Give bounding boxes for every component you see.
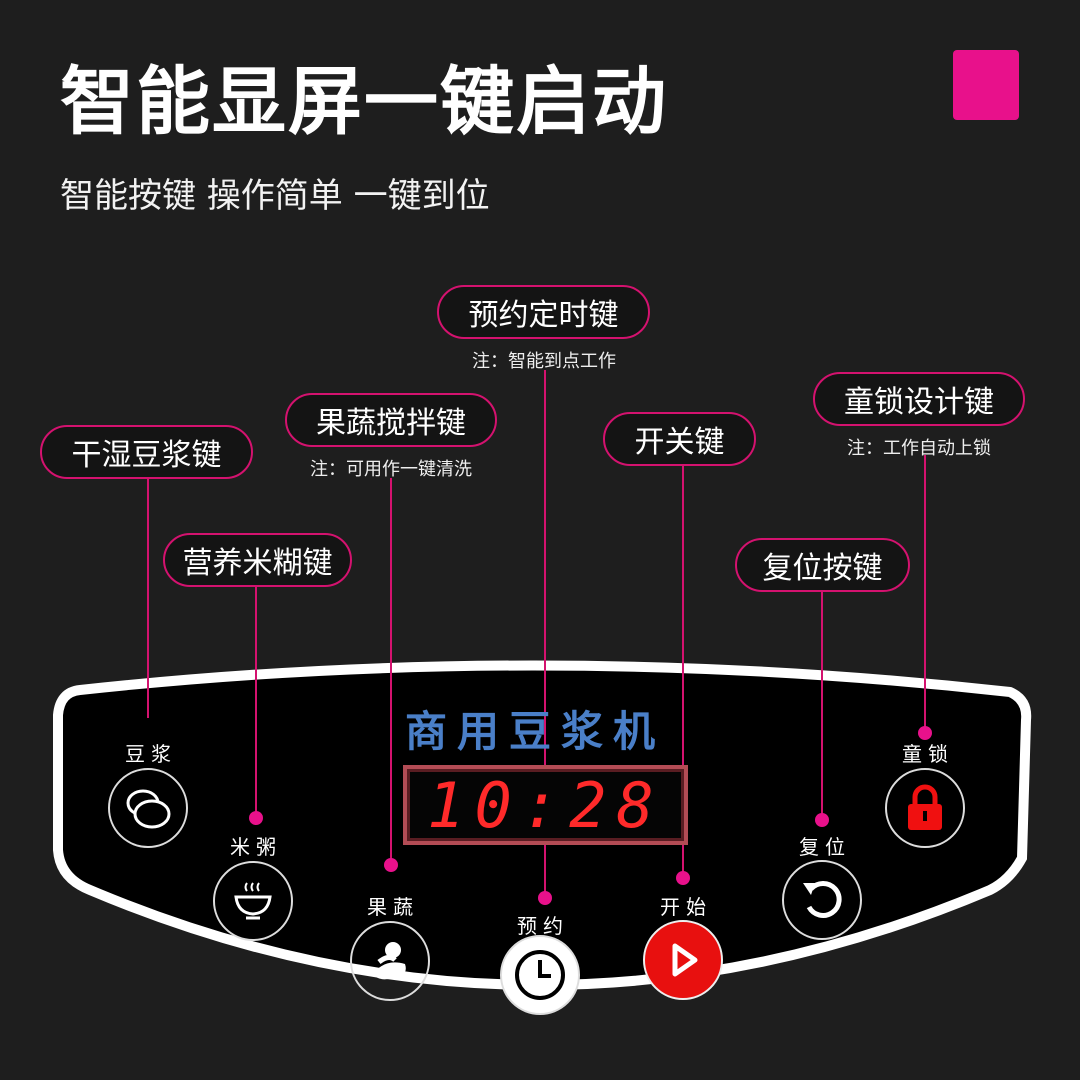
button-label: 预约 <box>517 914 569 938</box>
reset-icon <box>803 880 842 918</box>
led-display: 10:28 <box>403 765 688 845</box>
callout-line <box>821 591 823 820</box>
bowl-icon <box>234 882 272 920</box>
callout-power: 开关键 <box>603 412 756 466</box>
vegetable-icon <box>373 942 406 980</box>
page-title: 智能显屏一键启动 <box>60 59 668 145</box>
callout-dot <box>676 871 690 885</box>
callout-note: 注：智能到点工作 <box>472 351 616 372</box>
callout-line <box>255 586 257 818</box>
callout-line <box>682 465 684 878</box>
callout-dot <box>538 891 552 905</box>
callout-dot <box>384 858 398 872</box>
lock-icon <box>908 784 942 830</box>
button-label: 米粥 <box>230 835 282 859</box>
button-label: 复位 <box>799 835 851 859</box>
play-icon <box>672 943 698 977</box>
callout-dot <box>918 726 932 740</box>
reset-button[interactable] <box>782 860 862 940</box>
button-label: 童锁 <box>902 742 954 766</box>
callout-timer: 预约定时键 <box>437 285 650 339</box>
callout-line <box>544 370 546 898</box>
button-label: 豆浆 <box>125 742 177 766</box>
beans-icon <box>126 789 171 829</box>
callout-blend: 果蔬搅拌键 <box>285 393 497 447</box>
callout-line <box>147 478 149 718</box>
vegetable-button[interactable] <box>350 921 430 1001</box>
accent-square <box>953 50 1019 120</box>
button-label: 开始 <box>660 895 712 919</box>
callout-child-lock: 童锁设计键 <box>813 372 1025 426</box>
callout-line <box>924 455 926 733</box>
page-subtitle: 智能按键 操作简单 一键到位 <box>60 176 490 216</box>
clock-icon <box>515 950 565 1000</box>
callout-note: 注：可用作一键清洗 <box>310 459 472 480</box>
callout-soymilk: 干湿豆浆键 <box>40 425 253 479</box>
callout-dot <box>249 811 263 825</box>
callout-dot <box>815 813 829 827</box>
callout-reset: 复位按键 <box>735 538 910 592</box>
schedule-button[interactable] <box>500 935 580 1015</box>
button-label: 果蔬 <box>367 895 419 919</box>
callout-rice-paste: 营养米糊键 <box>163 533 352 587</box>
brand-label: 商用豆浆机 <box>405 707 666 756</box>
callout-note: 注：工作自动上锁 <box>847 438 991 459</box>
rice-porridge-button[interactable] <box>213 861 293 941</box>
callout-line <box>390 478 392 865</box>
start-button[interactable] <box>643 920 723 1000</box>
soymilk-button[interactable] <box>108 768 188 848</box>
child-lock-button[interactable] <box>885 768 965 848</box>
